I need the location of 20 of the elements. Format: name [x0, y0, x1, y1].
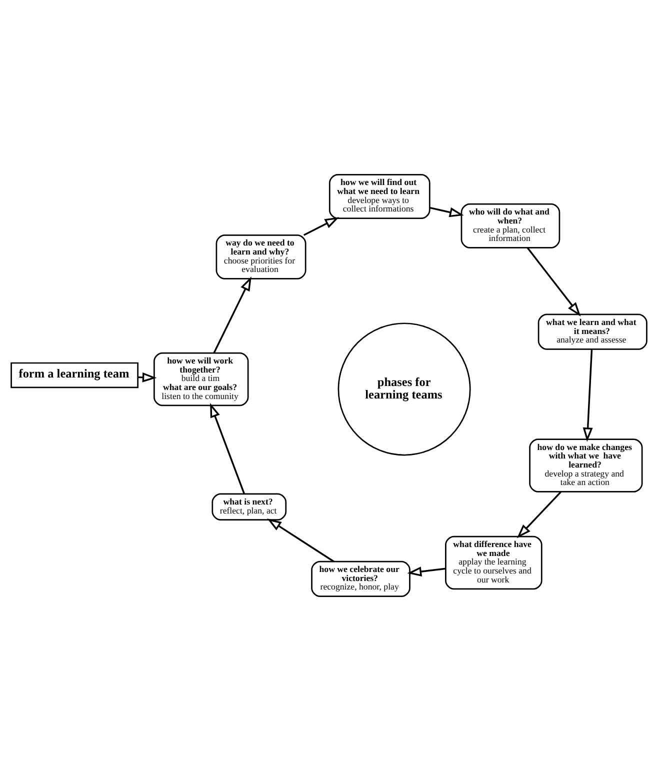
- node-box: way do we need to learn and why? choose priorities for evaluation: [216, 234, 306, 280]
- arrow: [210, 403, 246, 494]
- arrow: [526, 247, 581, 316]
- node-box: who will do what and when? create a plan, collect information: [460, 203, 560, 248]
- arrow: [303, 217, 340, 236]
- arrow: [429, 206, 464, 218]
- node-box: how we will find out what we need to learn develope ways to collect informations: [328, 174, 430, 219]
- node-box: what we learn and what it means? analyze and assesse: [538, 314, 648, 350]
- arrow: [267, 518, 334, 562]
- arrow: [582, 349, 593, 442]
- node-box: what is next? reflect, plan, act: [212, 493, 287, 520]
- arrow: [213, 276, 252, 354]
- node-box: what difference have we made applay the learning cycle to ourselves and our work: [445, 536, 542, 590]
- node-box: form a learning team: [10, 362, 138, 388]
- arrow: [516, 491, 562, 538]
- arrow: [407, 566, 446, 577]
- node-box: how we will work thogether? build a tim what are our goals? listen to the comunity: [153, 352, 249, 406]
- node-box: how we celebrate our victories? recognize, honor, play: [311, 560, 410, 597]
- node-circle: phases for learning teams: [338, 322, 471, 456]
- node-box: how do we make changes with what we have learned? develop a strategy and take an action: [529, 438, 643, 492]
